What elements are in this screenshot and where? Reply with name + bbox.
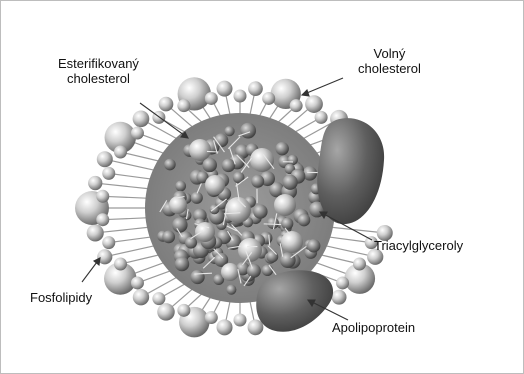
apolipoprotein-upper xyxy=(317,118,384,224)
triacylglycerol-sphere xyxy=(262,265,273,276)
triacylglycerol-sphere xyxy=(224,126,234,136)
phospholipid-head xyxy=(87,224,104,241)
label-triacylglycerols: Triacylglyceroly xyxy=(374,238,463,253)
phospholipid-tail xyxy=(103,218,147,220)
label-triacylglycerols-text: Triacylglyceroly xyxy=(374,238,463,253)
esterified-cholesterol-sphere xyxy=(250,148,274,172)
triacylglycerol-sphere xyxy=(253,204,267,218)
cholesterol-chain xyxy=(264,224,281,225)
phospholipid-head xyxy=(102,236,115,249)
triacylglycerol-sphere xyxy=(298,214,311,227)
phospholipid-head xyxy=(290,99,303,112)
esterified-cholesterol-sphere xyxy=(221,263,239,281)
phospholipid-head xyxy=(248,81,263,96)
triacylglycerol-sphere xyxy=(283,175,298,190)
label-phospholipids: Fosfolipidy xyxy=(30,290,92,305)
phospholipid-head xyxy=(131,276,144,289)
phospholipid-head xyxy=(234,90,247,103)
phospholipid-head xyxy=(114,146,127,159)
label-esterified-cholesterol: Esterifikovaný cholesterol xyxy=(58,56,139,86)
triacylglycerol-sphere xyxy=(281,218,293,230)
triacylglycerol-sphere xyxy=(191,192,203,204)
phospholipid-head xyxy=(96,190,109,203)
esterified-cholesterol-sphere xyxy=(169,196,187,214)
phospholipid-head xyxy=(177,304,190,317)
phospholipid-head xyxy=(217,81,233,97)
label-apolipoprotein: Apolipoprotein xyxy=(332,320,415,335)
triacylglycerol-sphere xyxy=(222,159,236,173)
triacylglycerol-sphere xyxy=(190,270,204,284)
triacylglycerol-sphere xyxy=(251,175,264,188)
label-esterified-line2: cholesterol xyxy=(58,71,139,86)
esterified-cholesterol-sphere xyxy=(238,238,262,262)
phospholipid-head xyxy=(133,289,149,305)
label-apolipoprotein-text: Apolipoprotein xyxy=(332,320,415,335)
triacylglycerol-sphere xyxy=(275,142,288,155)
esterified-cholesterol-sphere xyxy=(274,194,296,216)
phospholipid-head xyxy=(305,95,323,113)
phospholipid-head xyxy=(133,110,150,127)
phospholipid-head xyxy=(336,276,349,289)
cholesterol-chain xyxy=(207,151,218,152)
triacylglycerol-sphere xyxy=(288,155,298,165)
triacylglycerol-sphere xyxy=(175,181,186,192)
triacylglycerol-sphere xyxy=(175,257,190,272)
apolipoprotein-lower xyxy=(256,270,333,332)
phospholipid-head xyxy=(332,290,347,305)
phospholipid-tail xyxy=(103,196,147,198)
triacylglycerol-sphere xyxy=(226,285,236,295)
phospholipid-head xyxy=(262,92,275,105)
phospholipid-head xyxy=(234,314,247,327)
triacylglycerol-sphere xyxy=(164,159,176,171)
phospholipid-head xyxy=(353,258,366,271)
phospholipid-head xyxy=(157,303,175,321)
phospholipid-head xyxy=(315,111,328,124)
phospholipid-head xyxy=(177,99,190,112)
esterified-cholesterol-sphere xyxy=(225,197,251,223)
label-free-cholesterol: Volný cholesterol xyxy=(358,46,421,76)
phospholipid-tail xyxy=(95,183,150,189)
phospholipid-head xyxy=(159,97,174,112)
esterified-cholesterol-sphere xyxy=(281,231,303,253)
phospholipid-head xyxy=(248,319,264,335)
triacylglycerol-sphere xyxy=(162,230,175,243)
phospholipid-head xyxy=(96,213,109,226)
phospholipid-head xyxy=(152,292,165,305)
esterified-cholesterol-sphere xyxy=(189,139,211,161)
triacylglycerol-sphere xyxy=(240,123,256,139)
phospholipid-head xyxy=(114,258,127,271)
triacylglycerol-sphere xyxy=(172,217,187,232)
phospholipid-head xyxy=(97,151,113,167)
label-free-line1: Volný xyxy=(358,46,421,61)
phospholipid-head xyxy=(131,127,144,140)
phospholipid-head xyxy=(217,319,233,335)
phospholipid-head xyxy=(102,167,115,180)
phospholipid-head xyxy=(205,92,218,105)
triacylglycerol-sphere xyxy=(266,251,278,263)
triacylglycerol-sphere xyxy=(307,239,320,252)
label-phospholipids-text: Fosfolipidy xyxy=(30,290,92,305)
label-free-line2: cholesterol xyxy=(358,61,421,76)
triacylglycerol-sphere xyxy=(247,264,261,278)
esterified-cholesterol-sphere xyxy=(205,175,225,195)
label-esterified-line1: Esterifikovaný xyxy=(58,56,139,71)
triacylglycerol-sphere xyxy=(267,217,279,229)
phospholipid-head xyxy=(205,311,218,324)
phospholipid-head xyxy=(88,176,102,190)
